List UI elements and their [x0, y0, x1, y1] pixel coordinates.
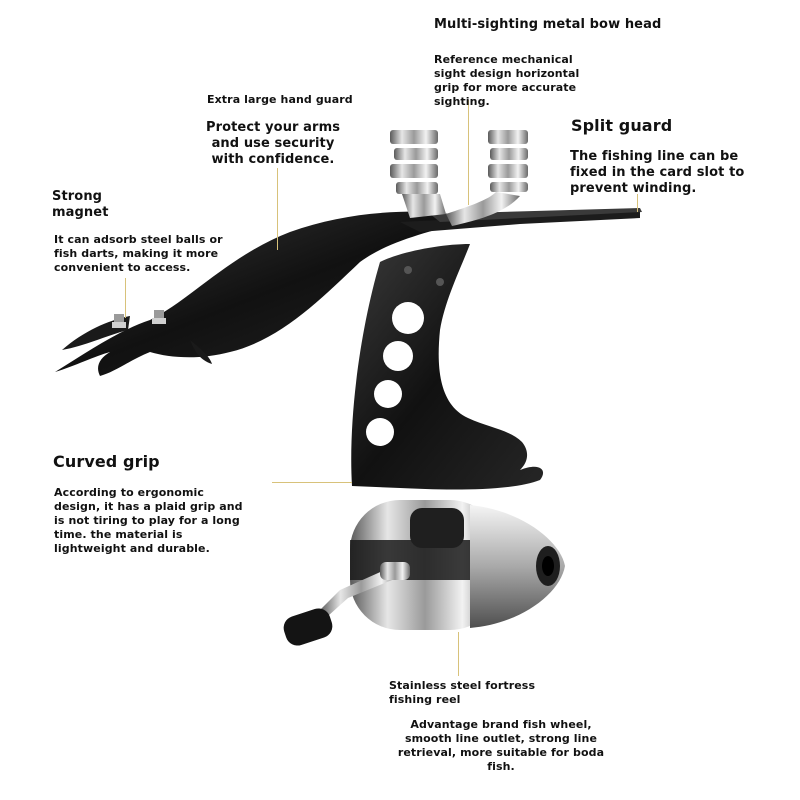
fishing-reel: [283, 500, 565, 646]
hand-guard-title: Extra large hand guard: [207, 93, 353, 106]
curved-grip-handle: [351, 244, 544, 490]
leader-split-guard: [637, 194, 638, 212]
leader-hand-guard: [277, 168, 278, 250]
curved-grip-title: Curved grip: [53, 452, 160, 471]
magnet-title: Strong magnet: [52, 189, 109, 220]
curved-grip-description: According to ergonomic design, it has a …: [54, 486, 243, 555]
leader-reel: [458, 632, 459, 676]
leader-magnet: [125, 278, 126, 318]
reel-title: Stainless steel fortress fishing reel: [389, 679, 536, 706]
reel-description: Advantage brand fish wheel, smooth line …: [397, 718, 605, 773]
leader-curved-grip: [272, 482, 352, 483]
split-guard-description: The fishing line can be fixed in the car…: [570, 149, 745, 196]
magnet-description: It can adsorb steel balls or fish darts,…: [54, 233, 223, 274]
split-guard-title: Split guard: [571, 116, 673, 135]
hand-guard-description: Protect your arms and use security with …: [205, 120, 341, 167]
bow-head-title: Multi-sighting metal bow head: [434, 17, 662, 32]
metal-bow-head: [390, 130, 528, 226]
split-guard-rail: [400, 208, 642, 232]
bow-head-description: Reference mechanical sight design horizo…: [434, 53, 580, 108]
leader-bow-head: [468, 100, 469, 205]
magnet-screws: [112, 310, 166, 328]
